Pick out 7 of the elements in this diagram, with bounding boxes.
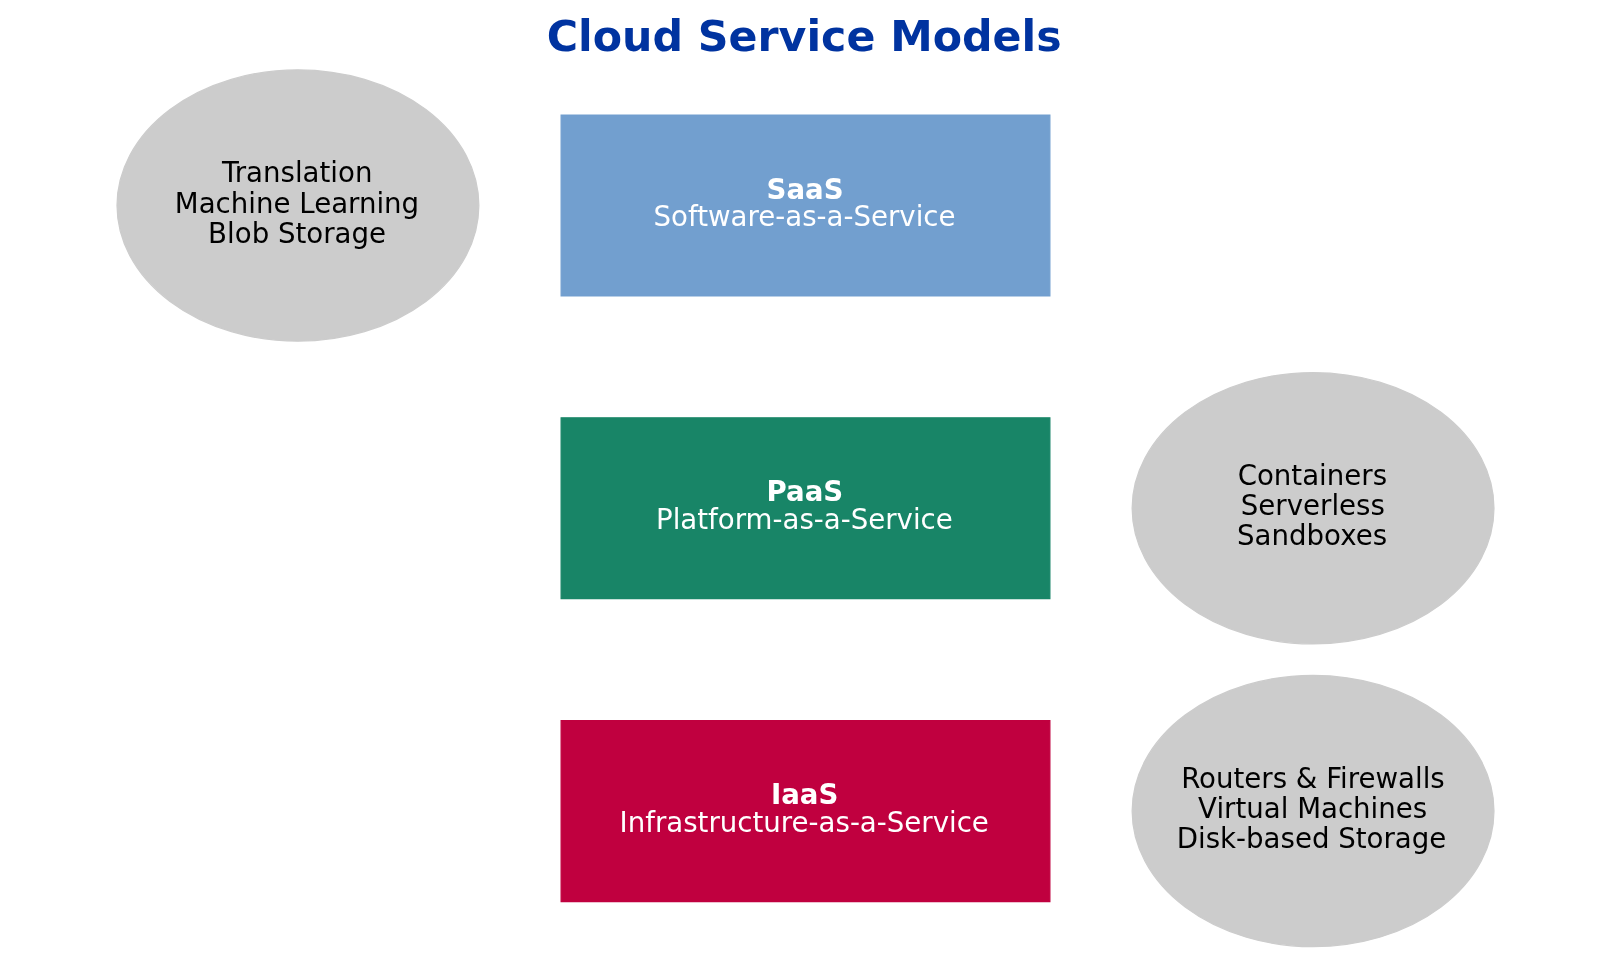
node-ellipse: Translation Machine Learning Blob Storage: [115, 69, 479, 342]
node-box: IaaS Infrastructure-as-a-Service: [560, 719, 1050, 903]
node-ellipse: Routers & Firewalls Virtual Machines Disk-based Storage: [1131, 674, 1495, 948]
diagram-title: Cloud Service Models: [546, 11, 1062, 62]
node-box: PaaS Platform-as-a-Service: [560, 417, 1050, 600]
node-ellipse: Containers Serverless Sandboxes: [1131, 371, 1495, 645]
node-box: SaaS Software-as-a-Service: [560, 114, 1050, 297]
